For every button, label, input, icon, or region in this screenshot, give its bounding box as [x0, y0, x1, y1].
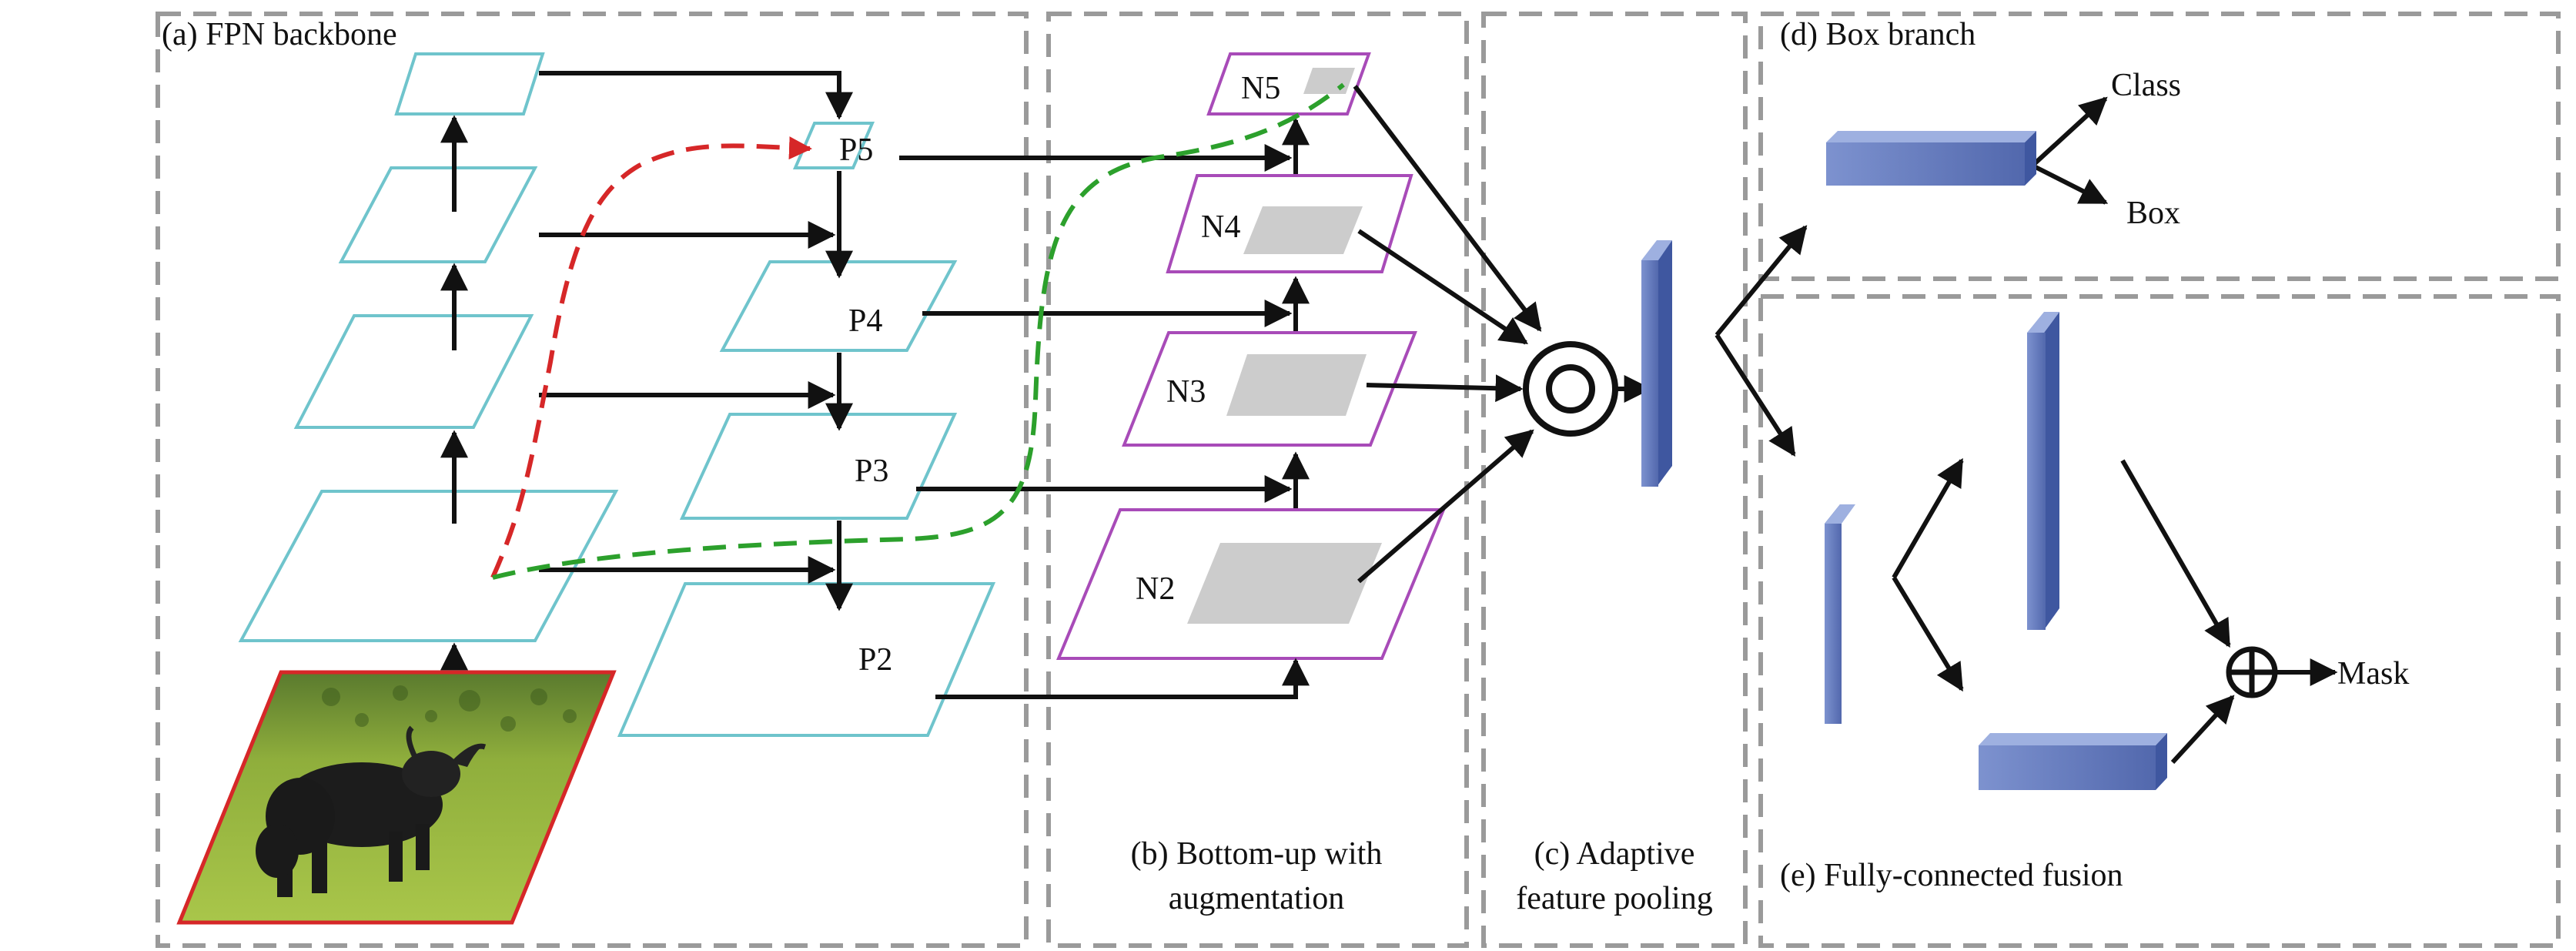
augment-label-n4: N4 [1201, 209, 1240, 245]
backbone-plane-c3 [293, 314, 534, 429]
roi-n3 [1226, 354, 1367, 416]
fpn-connections [539, 71, 853, 611]
arrow-input-to-fc [1892, 576, 1964, 692]
augment-label-n2: N2 [1136, 571, 1175, 607]
backbone-plane-c4 [338, 166, 538, 263]
fpn-label-p4: P4 [848, 303, 882, 339]
arrow-n5-pool [1353, 85, 1542, 332]
lateral-c5-p5 [539, 71, 853, 120]
augment-label-n5: N5 [1241, 71, 1280, 106]
arrow-conv-to-sum [2120, 459, 2231, 648]
fpn-plane-p2 [617, 582, 996, 737]
panel-e-label: (e) Fully-connected fusion [1780, 858, 2123, 893]
fpn-plane-p4 [719, 260, 958, 352]
box-output-class: Class [2111, 68, 2181, 103]
arrow-to-box [2031, 163, 2109, 205]
panel-b-label-line2: augmentation [1169, 881, 1345, 916]
fpn-label-p5: P5 [839, 132, 873, 168]
sum-icon [2226, 646, 2278, 698]
pooling-input-arrows [1353, 85, 1542, 584]
yak-photo-icon [176, 670, 617, 925]
arrow-n2-pool [1357, 429, 1534, 584]
roi-n4 [1243, 206, 1363, 254]
backbone-planes [238, 52, 619, 642]
panel-a-border [156, 12, 1029, 948]
arrow-n3-pool [1366, 374, 1524, 403]
panel-b-border [1046, 12, 1469, 948]
panel-borders [156, 12, 2561, 948]
arrow-fc-to-sum [2170, 695, 2235, 765]
backbone-plane-c5 [394, 52, 545, 116]
fpn-plane-p3 [679, 413, 958, 520]
backbone-plane-c2 [238, 490, 619, 642]
fusion-arrows [1892, 457, 2338, 765]
pooled-feature-block [1641, 240, 1672, 487]
fpn-label-p3: P3 [855, 454, 888, 489]
panel-c-label-line2: feature pooling [1516, 881, 1712, 916]
fpn-label-p2: P2 [858, 642, 892, 678]
arrow-to-box-branch [1715, 225, 1808, 337]
panel-c-border [1481, 12, 1748, 948]
box-fc-block [1826, 131, 2036, 186]
augment-connections [899, 117, 1310, 699]
panel-b-label-line1: (b) Bottom-up with [1131, 836, 1383, 872]
green-dashed-path [492, 82, 1345, 580]
arrow-input-to-conv [1892, 457, 1964, 579]
fusion-conv-block [2027, 312, 2059, 630]
panel-e-border [1758, 294, 2561, 948]
arrow-to-fusion-branch [1715, 333, 1796, 457]
panel-a-label: (a) FPN backbone [162, 17, 397, 52]
arrow-n4-pool [1357, 229, 1528, 345]
augment-label-n3: N3 [1166, 374, 1206, 410]
panel-d-label: (d) Box branch [1780, 17, 1975, 52]
roi-regions [1187, 68, 1382, 624]
box-branch-arrows [1715, 96, 2109, 457]
fusion-pooling-icon [1523, 341, 1618, 437]
box-output-box: Box [2126, 196, 2180, 231]
fpn-planes [617, 122, 996, 737]
fusion-fc-block [1979, 733, 2167, 790]
fusion-input-block [1825, 504, 1855, 724]
arrow-to-class [2030, 96, 2108, 168]
roi-n2 [1187, 543, 1382, 624]
panel-d-border [1758, 12, 2561, 281]
panel-c-label-line1: (c) Adaptive [1534, 836, 1695, 872]
fusion-output-mask: Mask [2337, 656, 2409, 691]
lateral-p2-n2 [935, 658, 1310, 699]
